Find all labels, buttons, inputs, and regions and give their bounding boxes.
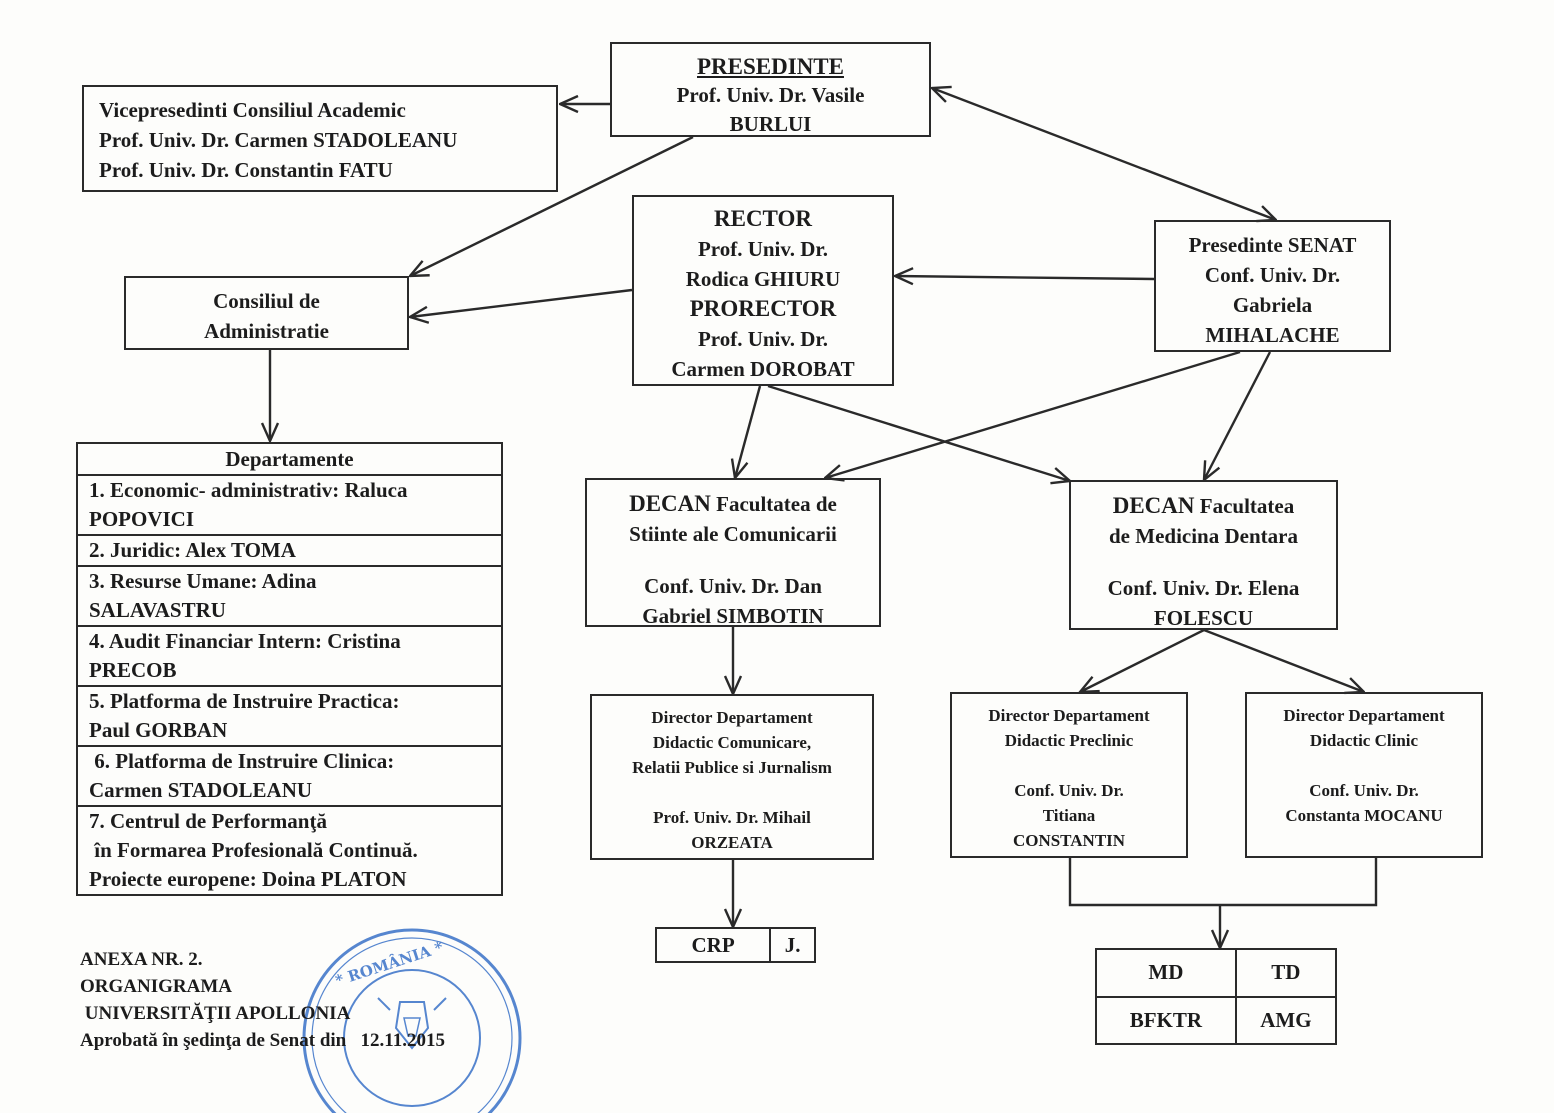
decan-comunicare-faculty: Stiinte ale Comunicarii: [629, 522, 837, 546]
programs-comunicare-table: CRP J.: [654, 927, 816, 963]
director-clinic-box: Director Departament Didactic Clinic Con…: [1245, 692, 1483, 858]
decan-comunicare-rank: Conf. Univ. Dr. Dan: [644, 574, 822, 598]
vicepresedinti-title: Vicepresedinti Consiliul Academic: [99, 98, 406, 122]
department-item: 6. Platforma de Instruire Clinica: Carme…: [76, 745, 503, 807]
decan-medicina-title: DECAN: [1112, 493, 1195, 518]
program-cell: CRP: [654, 927, 772, 963]
table-row: 6. Platforma de Instruire Clinica: Carme…: [76, 745, 503, 807]
senat-line3: Gabriela: [1232, 293, 1313, 317]
consiliu-line1: Consiliul de: [213, 289, 320, 313]
annex-university: UNIVERSITĂŢII APOLLONIA: [80, 1003, 351, 1024]
senat-line1: Presedinte SENAT: [1188, 233, 1357, 257]
rector-title: RECTOR: [714, 206, 812, 231]
annex-title: ORGANIGRAMA: [80, 976, 232, 997]
table-row: BFKTR AMG: [1095, 995, 1338, 1045]
senat-line2: Conf. Univ. Dr.: [1204, 263, 1341, 287]
department-item: 7. Centrul de Performanţă în Formarea Pr…: [76, 805, 503, 896]
table-row: 2. Juridic: Alex TOMA: [76, 534, 503, 567]
department-item: 4. Audit Financiar Intern: Cristina PREC…: [76, 625, 503, 687]
decan-medicina-name: FOLESCU: [1153, 606, 1254, 630]
table-row: CRP J.: [654, 927, 816, 963]
arrow-senat-to-rector: [895, 276, 1155, 279]
consiliu-line2: Administratie: [204, 319, 329, 343]
arrow-presedinte-senat: [932, 88, 1276, 220]
rector-name: Rodica GHIURU: [685, 267, 841, 291]
arrow-rector-to-consiliu: [410, 288, 633, 317]
vicepresedinti-member-2: Prof. Univ. Dr. Constantin FATU: [99, 158, 393, 182]
arrow-decan-to-dir-clinic: [1203, 628, 1364, 692]
decan-medicina-box: DECAN Facultatea de Medicina Dentara Con…: [1069, 480, 1338, 630]
senat-line4: MIHALACHE: [1205, 323, 1340, 347]
arrow-rector-to-decan-comunicare: [735, 385, 762, 478]
annex-caption: ANEXA NR. 2. ORGANIGRAMA UNIVERSITĂŢII A…: [80, 946, 445, 1054]
director-preclinic-box: Director Departament Didactic Preclinic …: [950, 692, 1188, 858]
presedinte-box: PRESEDINTE Prof. Univ. Dr. Vasile BURLUI: [610, 42, 931, 137]
presedinte-title: PRESEDINTE: [697, 54, 844, 79]
presedinte-name-line2: BURLUI: [729, 112, 812, 136]
prorector-rank: Prof. Univ. Dr.: [697, 327, 829, 351]
presedinte-name-line1: Prof. Univ. Dr. Vasile: [676, 83, 865, 107]
university-stamp: * ROMÂNIA *: [302, 928, 522, 1113]
decan-comunicare-box: DECAN Facultatea de Stiinte ale Comunica…: [585, 478, 881, 628]
table-row: MD TD: [1095, 948, 1338, 998]
program-cell: AMG: [1234, 995, 1338, 1045]
consiliu-administratie-box: Consiliul de Administratie: [124, 276, 409, 350]
departamente-table: Departamente 1. Economic- administrativ:…: [76, 442, 503, 896]
programs-medicina-table: MD TD BFKTR AMG: [1095, 948, 1338, 1045]
annex-approval: Aprobată în şedinţa de Senat din 12.11.2…: [80, 1030, 445, 1051]
decan-medicina-rank: Conf. Univ. Dr. Elena: [1107, 576, 1300, 600]
table-row: Departamente: [76, 442, 503, 476]
arrow-senat-to-decan-medicina: [1204, 351, 1272, 480]
table-row: 5. Platforma de Instruire Practica: Paul…: [76, 685, 503, 747]
department-item: 5. Platforma de Instruire Practica: Paul…: [76, 685, 503, 747]
department-item: 1. Economic- administrativ: Raluca POPOV…: [76, 474, 503, 536]
table-row: 4. Audit Financiar Intern: Cristina PREC…: [76, 625, 503, 687]
prorector-title: PRORECTOR: [689, 296, 837, 321]
departamente-header: Departamente: [76, 442, 503, 476]
table-row: 7. Centrul de Performanţă în Formarea Pr…: [76, 805, 503, 896]
prorector-name: Carmen DOROBAT: [671, 357, 855, 381]
decan-medicina-faculty: de Medicina Dentara: [1109, 524, 1298, 548]
rector-box: RECTOR Prof. Univ. Dr. Rodica GHIURU PRO…: [632, 195, 894, 386]
table-row: 3. Resurse Umane: Adina SALAVASTRU: [76, 565, 503, 627]
decan-comunicare-name: Gabriel SIMBOTIN: [642, 604, 824, 628]
director-comunicare-box: Director Departament Didactic Comunicare…: [590, 694, 874, 860]
vicepresedinti-box: Vicepresedinti Consiliul Academic Prof. …: [82, 85, 558, 192]
join-medicina-directors: [1068, 858, 1378, 907]
program-cell: MD: [1095, 948, 1237, 998]
arrow-rector-to-decan-medicina: [767, 384, 1070, 481]
department-item: 2. Juridic: Alex TOMA: [76, 534, 503, 567]
arrow-decan-to-dir-preclinic: [1080, 628, 1205, 692]
department-item: 3. Resurse Umane: Adina SALAVASTRU: [76, 565, 503, 627]
senat-box: Presedinte SENAT Conf. Univ. Dr. Gabriel…: [1154, 220, 1391, 352]
program-cell: TD: [1234, 948, 1338, 998]
program-cell: BFKTR: [1095, 995, 1237, 1045]
annex-number: ANEXA NR. 2.: [80, 949, 203, 970]
vicepresedinti-member-1: Prof. Univ. Dr. Carmen STADOLEANU: [99, 128, 458, 152]
decan-comunicare-title: DECAN: [629, 491, 711, 516]
table-row: 1. Economic- administrativ: Raluca POPOV…: [76, 474, 503, 536]
program-cell: J.: [769, 927, 816, 963]
rector-rank: Prof. Univ. Dr.: [697, 237, 829, 261]
